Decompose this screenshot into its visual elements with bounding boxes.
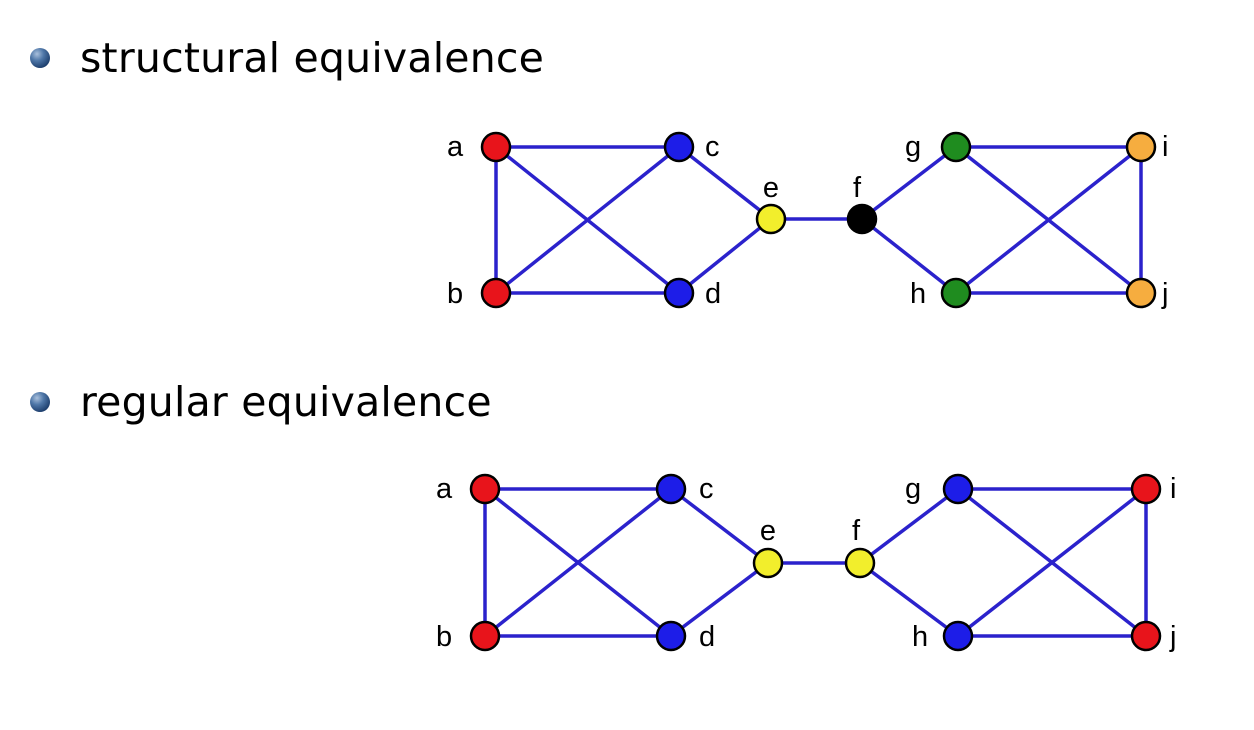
node-label-e: e <box>763 172 779 204</box>
node-label-g: g <box>905 473 921 505</box>
edge-d-e <box>677 217 773 295</box>
edge-f-h <box>860 217 958 295</box>
node-d <box>655 620 687 652</box>
node-label-a: a <box>447 131 464 163</box>
node-e <box>755 203 787 235</box>
node-label-d: d <box>705 278 721 310</box>
edge-h-i <box>956 487 1148 638</box>
node-label-d: d <box>699 621 715 653</box>
edge-f-g <box>858 487 960 565</box>
edge-c-e <box>669 487 770 565</box>
node-d <box>663 277 695 309</box>
node-label-i: i <box>1170 473 1176 505</box>
node-label-i: i <box>1162 131 1168 163</box>
node-label-b: b <box>447 278 463 310</box>
bullet-item-structural: structural equivalence <box>30 33 544 83</box>
node-i <box>1130 473 1162 505</box>
node-a <box>469 473 501 505</box>
edge-f-g <box>860 145 958 221</box>
node-h <box>940 277 972 309</box>
node-label-a: a <box>436 473 453 505</box>
node-label-j: j <box>1169 621 1176 653</box>
node-label-h: h <box>910 278 926 310</box>
node-a <box>480 131 512 163</box>
bullet-icon <box>30 48 50 68</box>
node-g <box>942 473 974 505</box>
node-label-e: e <box>760 515 776 547</box>
node-label-b: b <box>436 621 452 653</box>
node-label-c: c <box>705 131 720 163</box>
node-label-g: g <box>905 131 921 163</box>
bullet-item-regular: regular equivalence <box>30 377 492 427</box>
node-h <box>942 620 974 652</box>
node-label-j: j <box>1161 278 1168 310</box>
edge-h-i <box>954 145 1143 295</box>
node-c <box>655 473 687 505</box>
node-j <box>1130 620 1162 652</box>
node-b <box>480 277 512 309</box>
edge-b-c <box>494 145 681 295</box>
node-label-h: h <box>912 621 928 653</box>
node-label-f: f <box>853 172 862 204</box>
node-g <box>940 131 972 163</box>
edge-d-e <box>669 561 770 638</box>
bullet-icon <box>30 392 50 412</box>
section-title-regular: regular equivalence <box>80 378 492 426</box>
edge-c-e <box>677 145 773 221</box>
node-i <box>1125 131 1157 163</box>
edge-b-c <box>483 487 673 638</box>
node-f <box>846 203 878 235</box>
node-label-c: c <box>699 473 714 505</box>
node-j <box>1125 277 1157 309</box>
node-label-f: f <box>852 515 861 547</box>
node-e <box>752 547 784 579</box>
node-c <box>663 131 695 163</box>
node-f <box>844 547 876 579</box>
node-b <box>469 620 501 652</box>
edge-f-h <box>858 561 960 638</box>
section-title-structural: structural equivalence <box>80 34 545 82</box>
